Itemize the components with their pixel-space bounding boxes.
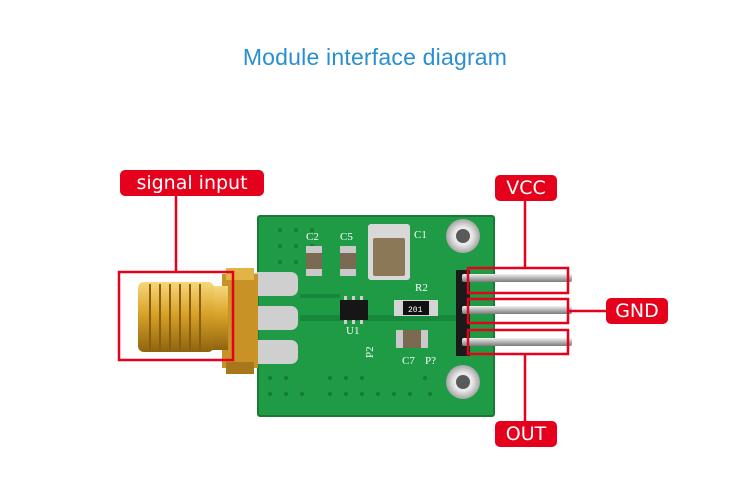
silk-u1: U1: [346, 325, 359, 337]
out-label: OUT: [495, 421, 557, 447]
resistor-code: 201: [408, 306, 423, 315]
silk-p7: P?: [425, 355, 436, 367]
inductor-c1: [368, 224, 410, 280]
header-pins: [462, 274, 572, 346]
silk-p2: P2: [364, 346, 376, 358]
gnd-label: GND: [606, 298, 668, 324]
silk-c1: C1: [414, 229, 427, 241]
vcc-label: VCC: [495, 175, 557, 201]
silk-c7: C7: [402, 355, 415, 367]
capacitor-c5: [340, 246, 356, 276]
silk-r2: R2: [415, 282, 428, 294]
pin-out: [462, 338, 572, 346]
out-pin-box: [466, 328, 570, 356]
resistor-201: [394, 300, 438, 316]
mounting-hole-top: [446, 219, 480, 253]
mounting-hole-bottom: [446, 365, 480, 399]
chip-u1: [340, 296, 368, 324]
signal-input-label: signal input: [120, 170, 264, 196]
silk-c2: C2: [306, 231, 319, 243]
silk-c5: C5: [340, 231, 353, 243]
diagram-title: Module interface diagram: [242, 44, 508, 70]
rf-pads: [252, 272, 298, 364]
pin-vcc: [462, 274, 572, 282]
vcc-pin-box: [466, 266, 570, 295]
annotation-outlines: [117, 193, 607, 422]
pcb-vias: [268, 228, 432, 396]
capacitor-c7: [396, 330, 428, 348]
capacitor-c2: [306, 246, 322, 276]
sma-connector: [138, 268, 258, 374]
pin-gnd: [462, 306, 572, 314]
